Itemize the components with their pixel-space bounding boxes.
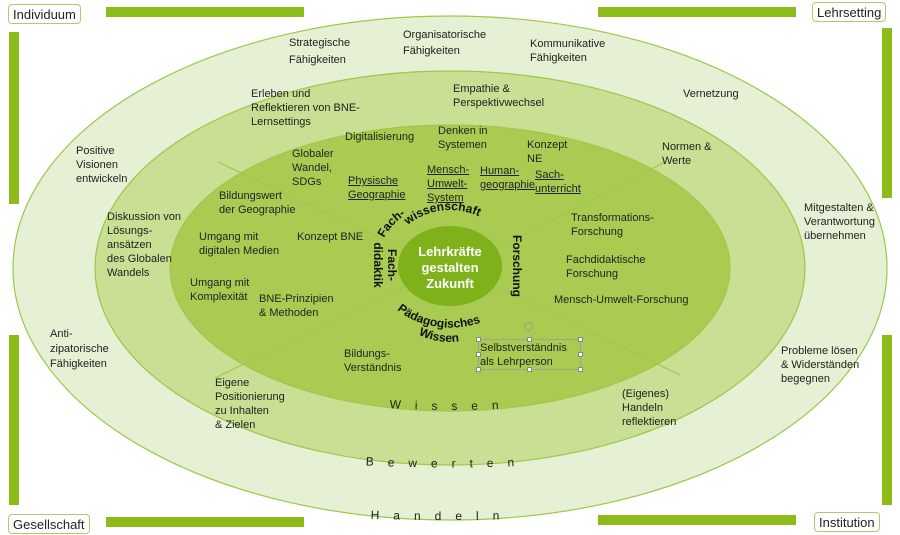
- bar-bottom-right: [598, 515, 796, 525]
- center-title: Lehrkräfte gestalten Zukunft: [402, 244, 498, 292]
- center-core: [398, 226, 502, 306]
- corner-individuum: Individuum: [8, 4, 81, 24]
- label-humangeographie: Human-geographie: [480, 165, 536, 191]
- center-line-3: Zukunft: [426, 276, 474, 291]
- bar-top-left: [106, 7, 304, 17]
- resize-handle-s[interactable]: [527, 367, 532, 372]
- divider-top-right: [494, 161, 666, 251]
- center-line-2: gestalten: [421, 260, 479, 275]
- label-bildungsverstaendnis: Bildungs-Verständnis: [344, 348, 402, 374]
- ring-label-bewerten: Bewerten: [365, 454, 528, 470]
- center-line-1: Lehrkräfte: [418, 244, 482, 259]
- corner-lehrsetting: Lehrsetting: [812, 2, 887, 22]
- label-mensch-umwelt-forschung: Mensch-Umwelt-Forschung: [554, 294, 689, 306]
- label-normen-werte: Normen &Werte: [662, 141, 712, 167]
- resize-handle-se[interactable]: [578, 367, 583, 372]
- bar-left-bottom: [9, 335, 19, 505]
- label-digitalisierung: Digitalisierung: [345, 131, 415, 143]
- divider-top-left: [217, 161, 406, 251]
- resize-handle-nw[interactable]: [476, 337, 481, 342]
- bar-right-top: [882, 28, 892, 198]
- label-sachunterricht: Sach-unterricht: [535, 169, 581, 195]
- label-mensch-umwelt-system: Mensch-Umwelt-System: [427, 164, 470, 204]
- label-empathie: Empathie &Perspektivwechsel: [453, 83, 545, 109]
- pillar-forschung: Forschung: [510, 235, 524, 297]
- resize-handle-e[interactable]: [578, 352, 583, 357]
- label-vernetzung: Vernetzung: [683, 88, 739, 100]
- corner-institution: Institution: [814, 512, 880, 532]
- resize-handle-n[interactable]: [527, 337, 532, 342]
- divider-bottom-left: [214, 285, 406, 379]
- resize-handle-sw[interactable]: [476, 367, 481, 372]
- bar-right-bottom: [882, 335, 892, 505]
- bar-top-right: [598, 7, 796, 17]
- bar-bottom-left: [106, 517, 304, 527]
- rotate-handle-icon[interactable]: [524, 322, 533, 331]
- corner-gesellschaft: Gesellschaft: [8, 514, 90, 534]
- divider-bottom-right: [494, 285, 681, 376]
- label-transformationsforschung: Transformations-Forschung: [571, 212, 654, 238]
- selection-frame[interactable]: [478, 339, 581, 370]
- ring-label-handeln: Handeln: [371, 508, 514, 523]
- resize-handle-w[interactable]: [476, 352, 481, 357]
- label-bne-prinzipien: BNE-Prinzipien & Methoden: [259, 293, 334, 319]
- pillar-fachdidaktik-2: didaktik: [371, 242, 385, 288]
- resize-handle-ne[interactable]: [578, 337, 583, 342]
- pillar-fachdidaktik-1: Fach-: [385, 249, 399, 281]
- ring-label-wissen: Wissen: [389, 397, 513, 413]
- bar-left-top: [9, 32, 19, 204]
- label-konzept-bne: Konzept BNE: [297, 231, 364, 243]
